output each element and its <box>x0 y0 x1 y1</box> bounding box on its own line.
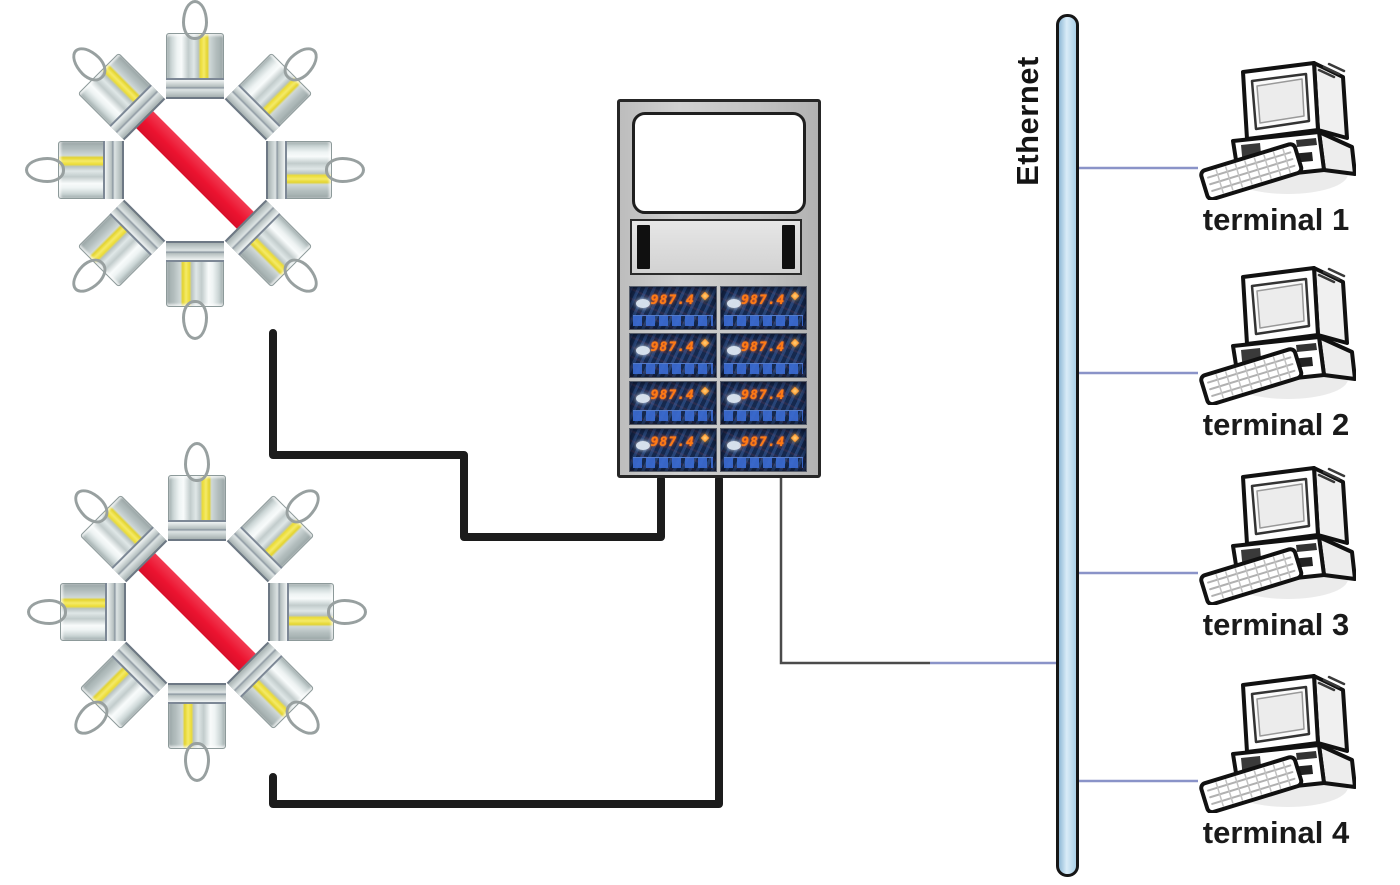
meter-display: 987.4 <box>629 427 717 472</box>
specimen-bar-icon <box>133 548 259 674</box>
meter-buttons <box>633 457 713 468</box>
meter-glare <box>726 393 741 403</box>
meter-display: 987.4 <box>629 380 717 425</box>
cabinet-to-ethernet-line <box>779 477 930 665</box>
sensor-icon <box>60 583 126 641</box>
meter-glare <box>726 299 741 308</box>
meter-buttons <box>723 315 803 327</box>
meter-display: 987.4 <box>629 333 717 378</box>
computer-icon <box>1198 266 1356 405</box>
panel-handle-right <box>782 225 795 269</box>
monitoring-cabinet: 987.4 987.4 987.4 987.4 <box>617 99 821 478</box>
sensor-icon <box>77 199 166 288</box>
computer-icon <box>1198 466 1356 605</box>
cable-array-top-to-cabinet <box>269 329 665 541</box>
meter-readout: 987.4 <box>741 387 786 403</box>
sensor-icon <box>58 141 124 199</box>
ethernet-label: Ethernet <box>1010 56 1045 186</box>
sensor-icon <box>268 583 334 641</box>
terminal-3: terminal 3 <box>1190 455 1362 643</box>
cabinet-vent-panel <box>630 219 802 275</box>
meter-readout: 987.4 <box>741 434 786 450</box>
meter-buttons <box>633 362 713 374</box>
sensor-icon <box>224 52 313 141</box>
terminal-label: terminal 1 <box>1202 202 1350 237</box>
terminal-label: terminal 2 <box>1202 407 1350 442</box>
sensor-icon <box>166 0 224 99</box>
meter-display: 987.4 <box>629 286 717 331</box>
meter-glare <box>726 440 741 450</box>
terminal-4: terminal 4 <box>1190 663 1362 851</box>
sensor-icon <box>168 442 226 541</box>
sensor-icon <box>166 241 224 307</box>
meter-readout: 987.4 <box>650 293 695 308</box>
sensor-icon <box>226 494 315 583</box>
terminal-1: terminal 1 <box>1190 50 1362 238</box>
meter-glare <box>636 299 650 308</box>
ethernet-bus <box>1056 14 1079 877</box>
meter-display: 987.4 <box>719 286 807 331</box>
meter-buttons <box>723 362 803 374</box>
terminal-2: terminal 2 <box>1190 255 1362 443</box>
meter-display: 987.4 <box>719 380 807 425</box>
sensor-icon <box>79 641 168 730</box>
specimen-bar-icon <box>131 106 257 232</box>
meter-display: 987.4 <box>719 427 807 472</box>
meter-buttons <box>723 457 803 468</box>
panel-handle-left <box>637 225 650 269</box>
terminal-label: terminal 4 <box>1202 815 1350 850</box>
terminal-label: terminal 3 <box>1202 607 1350 642</box>
meter-buttons <box>633 315 713 327</box>
cable-array-bottom-to-cabinet <box>269 475 723 808</box>
sensor-icon <box>168 683 226 749</box>
meter-buttons <box>723 409 803 421</box>
sensor-icon <box>266 141 332 199</box>
meter-readout: 987.4 <box>741 340 786 356</box>
meter-grid: 987.4 987.4 987.4 987.4 <box>629 286 807 472</box>
computer-icon <box>1198 61 1356 200</box>
meter-readout: 987.4 <box>741 293 786 308</box>
computer-icon <box>1198 674 1356 813</box>
cabinet-screen <box>632 112 806 214</box>
meter-buttons <box>633 409 713 421</box>
meter-glare <box>726 346 741 356</box>
meter-display: 987.4 <box>719 333 807 378</box>
